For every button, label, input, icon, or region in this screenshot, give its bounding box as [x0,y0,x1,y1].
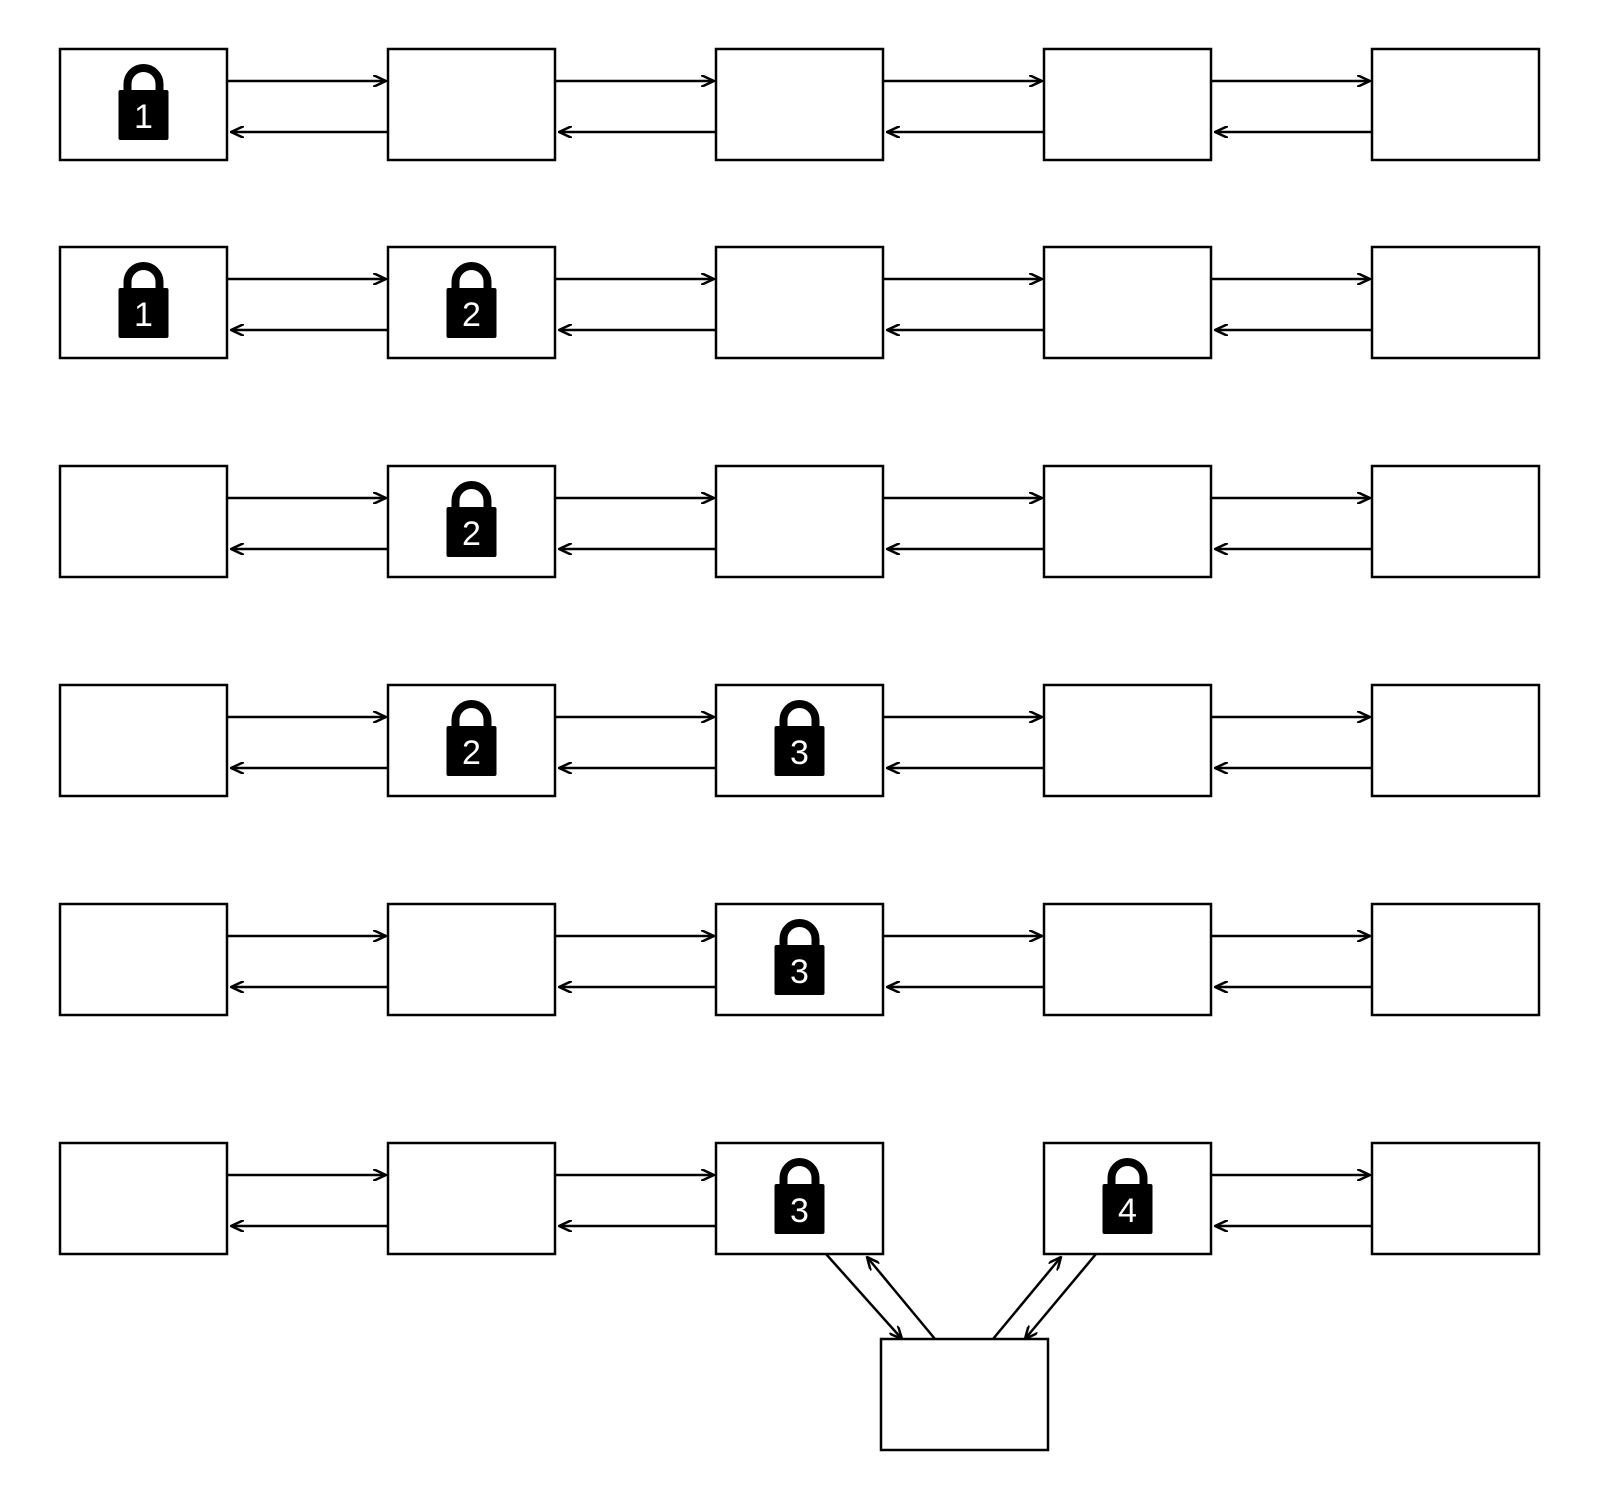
list-node-row2-5 [1370,245,1541,360]
list-node-row6-2 [386,1141,557,1256]
list-node-row1-2 [386,47,557,162]
lock-number: 1 [134,296,153,334]
list-node-row5-5 [1370,902,1541,1017]
next-arrow-from-inserted [992,1257,1061,1340]
prev-arrow-from-inserted [867,1257,936,1340]
padlock-icon: 1 [118,64,169,140]
padlock-icon: 2 [446,481,497,557]
lock-shackle [123,262,164,288]
lock-body [774,945,825,995]
list-node-row4-1 [58,683,229,798]
lock-shackle [779,1158,820,1184]
list-node-row2-3 [714,245,885,360]
list-node-row4-5 [1370,683,1541,798]
padlock-icon: 2 [446,700,497,776]
list-node-row4-4 [1042,683,1213,798]
lock-body [1102,1184,1153,1234]
lock-shackle [123,64,164,90]
padlock-icon: 2 [446,262,497,338]
lock-shackle [779,700,820,726]
list-node-row6-1 [58,1141,229,1256]
padlock-icon: 3 [774,700,825,776]
lock-number: 2 [462,734,481,772]
lock-shackle [451,700,492,726]
padlock-icon: 1 [118,262,169,338]
list-node-row1-4 [1042,47,1213,162]
list-node-row5-2 [386,902,557,1017]
inserted-node [879,1337,1050,1452]
lock-number: 1 [134,98,153,136]
list-node-row5-4 [1042,902,1213,1017]
lock-body [446,507,497,557]
list-node-row6-5 [1370,1141,1541,1256]
lock-number: 3 [790,1192,809,1230]
list-node-row1-3 [714,47,885,162]
list-node-row3-1 [58,464,229,579]
lock-body [774,726,825,776]
lock-body [118,288,169,338]
lock-shackle [451,262,492,288]
list-node-row2-4 [1042,245,1213,360]
prev-arrow-to-inserted [1025,1253,1097,1339]
list-node-row3-5 [1370,464,1541,579]
list-node-row3-3 [714,464,885,579]
lock-body [774,1184,825,1234]
padlock-icon: 3 [774,919,825,995]
lock-shackle [779,919,820,945]
padlock-icon: 4 [1102,1158,1153,1234]
lock-shackle [1107,1158,1148,1184]
lock-body [446,726,497,776]
next-arrow-to-inserted [825,1253,902,1339]
list-node-row5-1 [58,902,229,1017]
lock-number: 2 [462,296,481,334]
lock-number: 3 [790,734,809,772]
list-node-row1-5 [1370,47,1541,162]
lock-body [446,288,497,338]
lock-shackle [451,481,492,507]
lock-number: 3 [790,953,809,991]
padlock-icon: 3 [774,1158,825,1234]
lock-number: 2 [462,515,481,553]
lock-number: 4 [1118,1192,1137,1230]
lock-body [118,90,169,140]
list-node-row3-4 [1042,464,1213,579]
